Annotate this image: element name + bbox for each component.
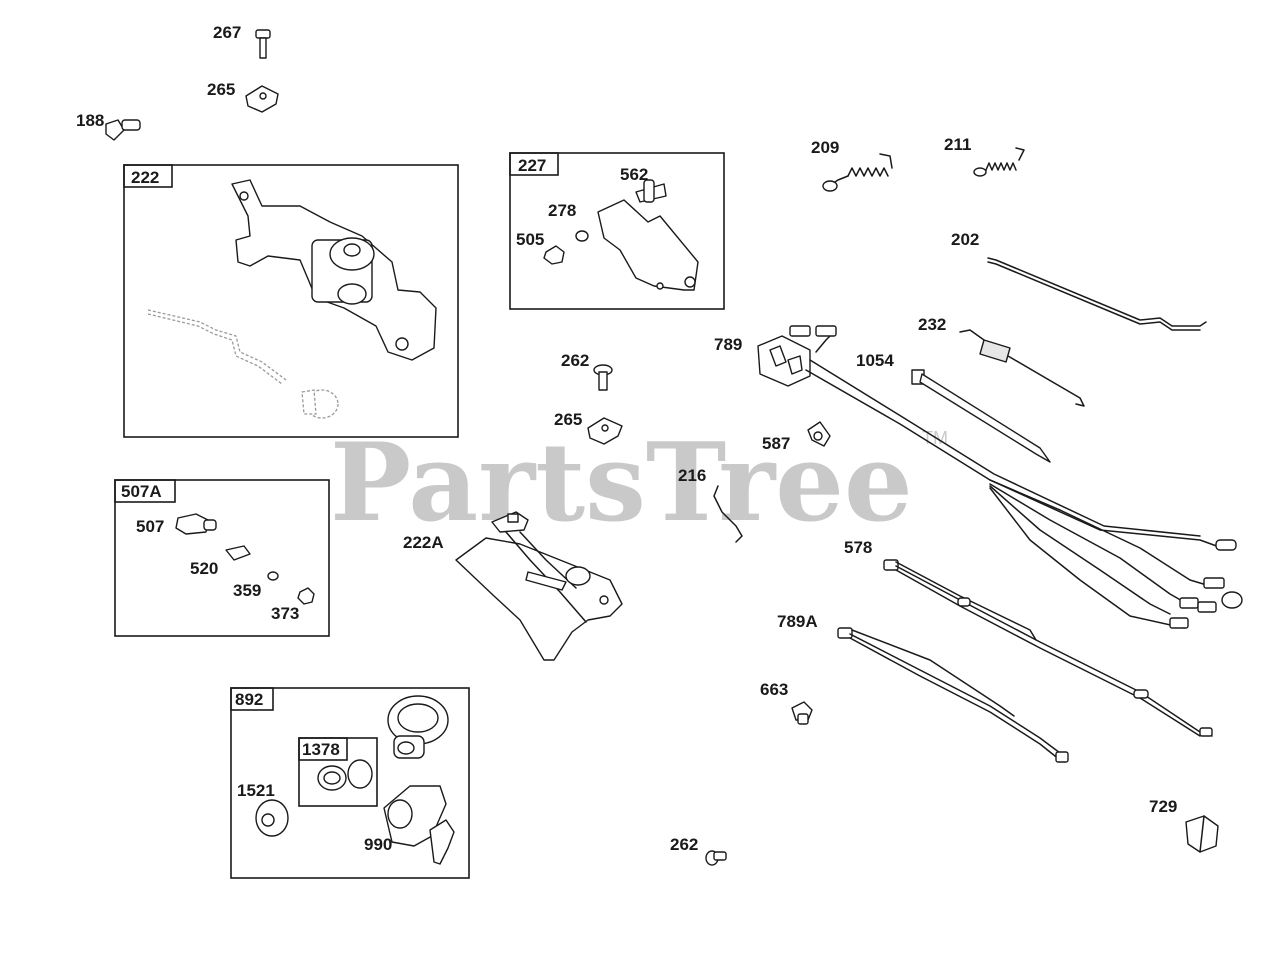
throttle-control-222a-drawing [455, 511, 623, 661]
callout-265[interactable]: 265 [207, 80, 235, 99]
screw-262-middle-drawing [593, 364, 613, 391]
callout-209[interactable]: 209 [811, 138, 839, 157]
callout-202[interactable]: 202 [951, 230, 979, 249]
cover-729-drawing [1185, 815, 1219, 853]
group-227-drawing [543, 179, 699, 291]
callout-373[interactable]: 373 [271, 604, 299, 623]
watermark: PartsTree TM [330, 420, 948, 546]
group-box-222[interactable]: 222 [123, 164, 459, 438]
clip-265-top-drawing [245, 85, 279, 113]
throttle-bracket-222-drawing [147, 179, 437, 419]
callout-507[interactable]: 507 [136, 517, 164, 536]
callout-789[interactable]: 789 [714, 335, 742, 354]
group-box-507a-label: 507A [121, 482, 162, 501]
group-box-227[interactable]: 227 [509, 152, 725, 310]
callout-578[interactable]: 578 [844, 538, 872, 557]
clamp-587-drawing [807, 421, 831, 447]
callout-188[interactable]: 188 [76, 111, 104, 130]
callout-265-b[interactable]: 265 [554, 410, 582, 429]
group-box-507a[interactable]: 507A [114, 479, 330, 637]
bolt-267-drawing [255, 29, 271, 59]
group-box-1378[interactable]: 1378 [298, 737, 378, 807]
group-box-1378-label: 1378 [302, 740, 340, 759]
callout-222a[interactable]: 222A [403, 533, 444, 552]
callout-232[interactable]: 232 [918, 315, 946, 334]
screw-262-bottom-drawing [705, 850, 727, 866]
wiring-harness-789-drawing [757, 325, 1243, 629]
callout-216[interactable]: 216 [678, 466, 706, 485]
group-box-892[interactable]: 892 [230, 687, 470, 879]
rod-216-drawing [713, 485, 743, 543]
callout-520[interactable]: 520 [190, 559, 218, 578]
spring-211-drawing [973, 147, 1025, 177]
group-507a-drawing [175, 513, 315, 605]
bolt-663-drawing [791, 701, 813, 725]
callout-359[interactable]: 359 [233, 581, 261, 600]
group-box-227-label: 227 [518, 156, 546, 175]
callout-262-b[interactable]: 262 [670, 835, 698, 854]
spring-232-drawing [959, 329, 1085, 407]
group-box-892-label: 892 [235, 690, 263, 709]
group-box-222-label: 222 [131, 168, 159, 187]
callout-262[interactable]: 262 [561, 351, 589, 370]
callout-1054[interactable]: 1054 [856, 351, 894, 370]
rod-202-drawing [987, 257, 1207, 331]
callout-278[interactable]: 278 [548, 201, 576, 220]
spring-209-drawing [822, 153, 893, 192]
callout-789a[interactable]: 789A [777, 612, 818, 631]
callout-505[interactable]: 505 [516, 230, 544, 249]
callout-211[interactable]: 211 [944, 135, 971, 154]
cable-tie-1054-drawing [911, 369, 1051, 463]
callout-267[interactable]: 267 [213, 23, 241, 42]
bolt-188-drawing [105, 119, 141, 141]
callout-562[interactable]: 562 [620, 165, 648, 184]
callout-663[interactable]: 663 [760, 680, 788, 699]
callout-1521[interactable]: 1521 [237, 781, 275, 800]
callouts: 267 265 188 562 278 505 209 211 202 232 … [76, 23, 1177, 854]
callout-587[interactable]: 587 [762, 434, 790, 453]
harness-789a-drawing [837, 627, 1069, 763]
group-892-drawing [255, 695, 455, 865]
callout-729[interactable]: 729 [1149, 797, 1177, 816]
harness-578-drawing [883, 559, 1213, 737]
clip-265-middle-drawing [587, 417, 623, 445]
callout-990[interactable]: 990 [364, 835, 392, 854]
